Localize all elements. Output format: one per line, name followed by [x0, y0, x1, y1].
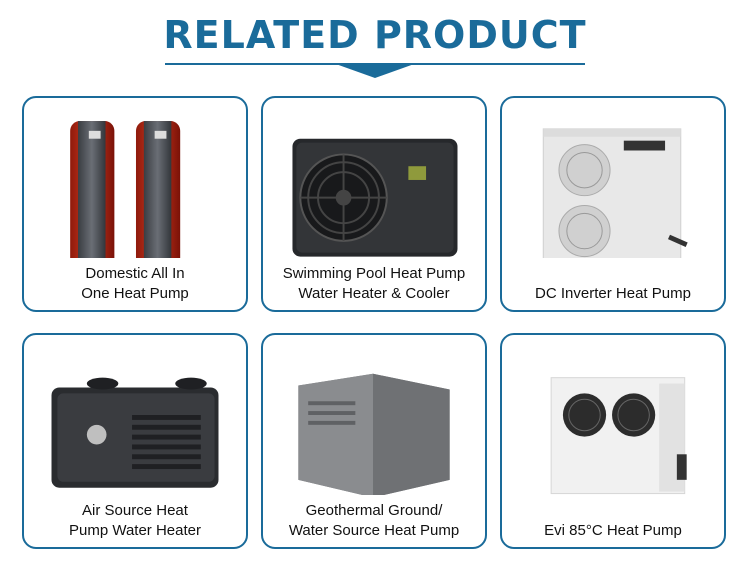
geothermal-heat-pump-image	[298, 373, 450, 495]
chevron-down-icon	[333, 63, 417, 78]
caption-line: Swimming Pool Heat Pump	[282, 265, 466, 282]
caption-line: Geothermal Ground/	[305, 502, 443, 519]
caption-line: One Heat Pump	[81, 285, 189, 302]
caption-line: Evi 85°C Heat Pump	[544, 522, 682, 539]
domestic-all-in-one-heat-pump-image	[70, 121, 181, 258]
section-header: RELATED PRODUCT	[0, 0, 750, 90]
product-card-evi-heat-pump[interactable]: Evi 85°C Heat Pump	[500, 333, 726, 549]
swimming-pool-heat-pump-image	[292, 138, 458, 257]
caption-line: Air Source Heat	[82, 502, 188, 519]
product-caption: Evi 85°C Heat Pump	[504, 521, 722, 541]
product-card-dc-inverter-heat-pump[interactable]: DC Inverter Heat Pump	[500, 96, 726, 312]
caption-line: Water Heater & Cooler	[298, 285, 450, 302]
product-caption: Domestic All In One Heat Pump	[26, 264, 244, 304]
product-caption: Geothermal Ground/ Water Source Heat Pum…	[265, 501, 483, 541]
caption-line: DC Inverter Heat Pump	[535, 285, 691, 302]
evi-heat-pump-image	[550, 377, 687, 495]
product-card-domestic-all-in-one[interactable]: Domestic All In One Heat Pump	[22, 96, 248, 312]
product-caption: Swimming Pool Heat Pump Water Heater & C…	[265, 264, 483, 304]
header-divider-right	[367, 63, 585, 65]
caption-line: Water Source Heat Pump	[288, 522, 460, 539]
product-card-geothermal-heat-pump[interactable]: Geothermal Ground/ Water Source Heat Pum…	[261, 333, 487, 549]
dc-inverter-heat-pump-image	[542, 128, 688, 258]
caption-line: Domestic All In	[85, 265, 185, 282]
section-title: RELATED PRODUCT	[163, 13, 587, 57]
product-card-air-source-heat-pump[interactable]: Air Source Heat Pump Water Heater	[22, 333, 248, 549]
product-caption: DC Inverter Heat Pump	[504, 284, 722, 304]
product-card-swimming-pool-heat-pump[interactable]: Swimming Pool Heat Pump Water Heater & C…	[261, 96, 487, 312]
header-divider-left	[165, 63, 383, 65]
product-caption: Air Source Heat Pump Water Heater	[26, 501, 244, 541]
air-source-heat-pump-image	[51, 377, 219, 488]
caption-line: Pump Water Heater	[69, 522, 201, 539]
